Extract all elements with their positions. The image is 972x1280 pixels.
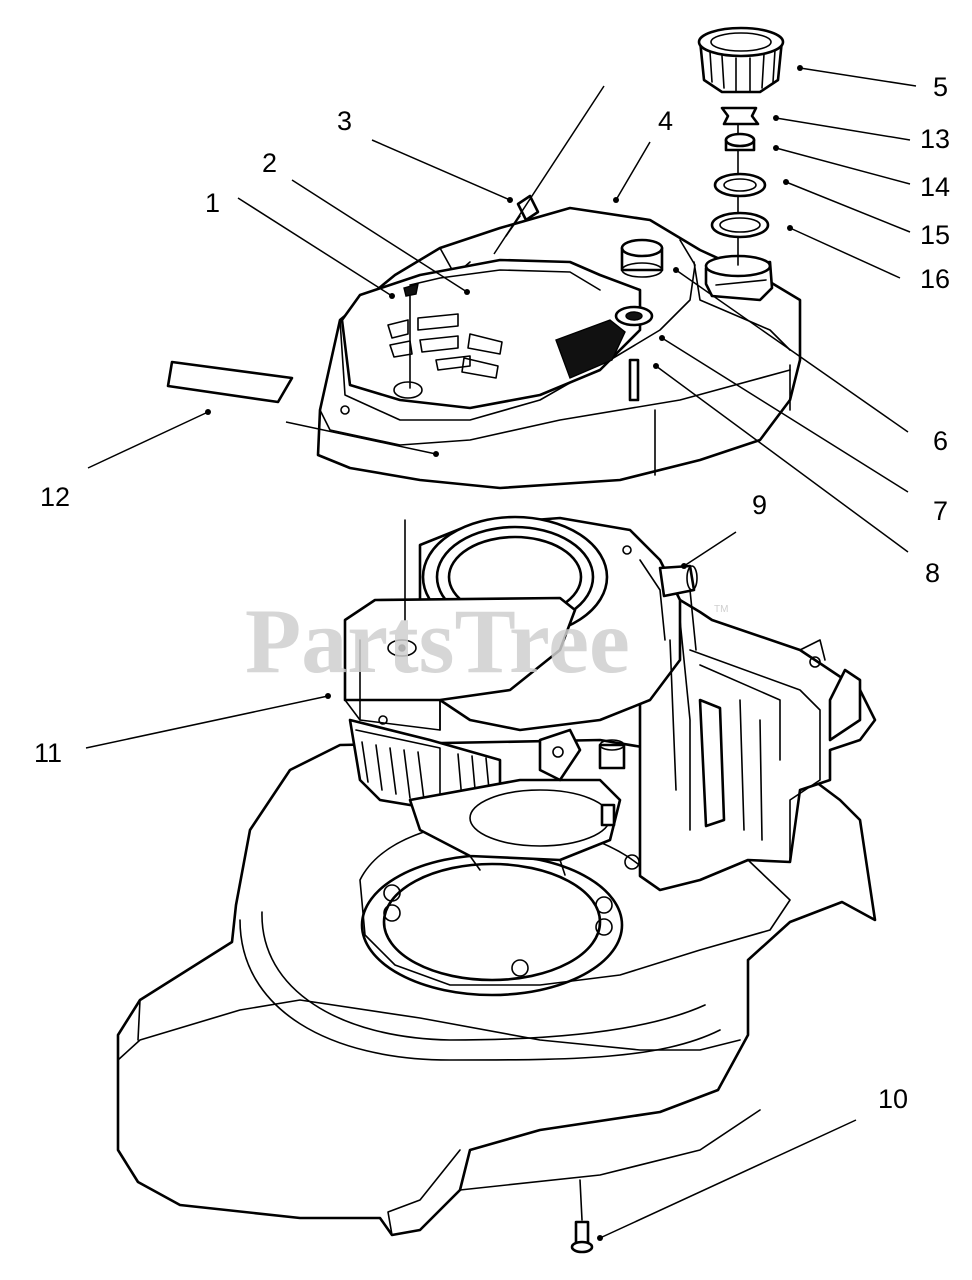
- decal: [166, 360, 294, 404]
- callout-7: 7: [933, 496, 948, 526]
- callout-5: 5: [933, 72, 948, 102]
- gasket: [710, 211, 770, 239]
- callout-16: 16: [920, 264, 950, 294]
- grommet: [614, 305, 654, 327]
- callout-12: 12: [40, 482, 70, 512]
- cooling-fins: [355, 729, 491, 801]
- cover-screw: [403, 283, 419, 389]
- vent-slots-left: [387, 313, 503, 379]
- rear-housing: [638, 598, 877, 892]
- tube: [658, 564, 698, 651]
- callout-1: 1: [205, 188, 220, 218]
- retainer-clip: [720, 106, 760, 126]
- callout-14: 14: [920, 172, 950, 202]
- callout-11: 11: [34, 738, 62, 768]
- callout-10: 10: [878, 1084, 908, 1114]
- watermark-trademark: TM: [714, 604, 728, 615]
- vent-grille-right: [555, 319, 626, 379]
- mounting-bolt: [570, 1179, 594, 1254]
- callout-labels: 1 2 3 4 5 6 7 8 9 10 11 12 13 14 15 16: [34, 72, 950, 1114]
- callout-8: 8: [925, 558, 940, 588]
- watermark: PartsTree: [245, 590, 630, 692]
- engine: [343, 515, 726, 876]
- callout-9: 9: [752, 490, 767, 520]
- spacer: [724, 132, 756, 152]
- callout-3: 3: [337, 106, 352, 136]
- callout-4: 4: [658, 106, 673, 136]
- callout-13: 13: [920, 124, 950, 154]
- shroud-panel: [340, 258, 642, 410]
- control-rod: [628, 358, 640, 402]
- fuel-cap: [697, 26, 785, 94]
- callout-6: 6: [933, 426, 948, 456]
- leader-lines: [85, 65, 917, 1241]
- oil-fill-cap: [620, 238, 664, 278]
- callout-2: 2: [262, 148, 277, 178]
- fuel-tank-neck: [704, 254, 774, 302]
- callout-15: 15: [920, 220, 950, 250]
- washer: [713, 172, 767, 198]
